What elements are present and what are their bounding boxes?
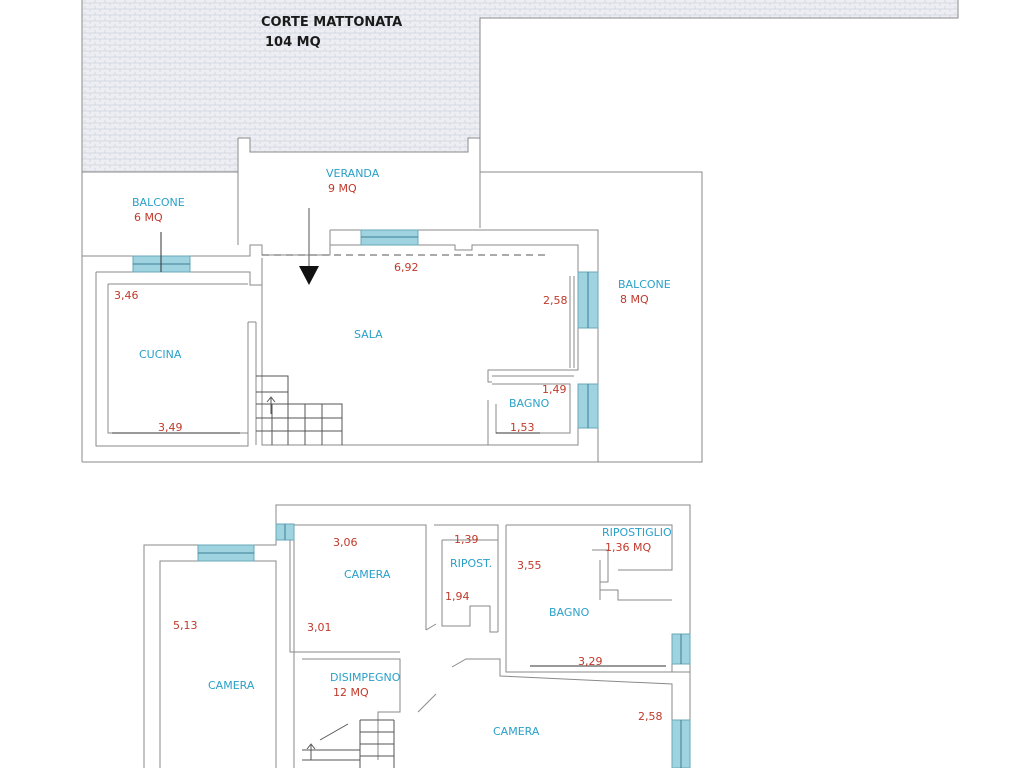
bagno-lower-width: 3,29: [578, 655, 603, 668]
balcone-right-label: BALCONE: [618, 278, 671, 291]
bagno-width: 1,53: [510, 421, 535, 434]
sala-depth: 2,58: [543, 294, 568, 307]
camera-left-depth: 5,13: [173, 619, 198, 632]
cucina-label: CUCINA: [139, 348, 182, 361]
veranda-outline: [237, 137, 481, 245]
ripost-label: RIPOST.: [450, 557, 493, 570]
balcone-right-area: 8 MQ: [620, 293, 649, 306]
camera-right-depth: 2,58: [638, 710, 663, 723]
bagno-label: BAGNO: [509, 397, 550, 410]
courtyard-edge: [479, 0, 959, 138]
balcone-left-area: 6 MQ: [134, 211, 163, 224]
veranda-label: VERANDA: [326, 167, 380, 180]
courtyard-name: CORTE MATTONATA: [261, 15, 403, 30]
disimpegno-area: 12 MQ: [333, 686, 369, 699]
bagno-lower-depth: 3,55: [517, 559, 542, 572]
inner-wall: [569, 276, 575, 368]
balcony-right-outline: [82, 171, 703, 463]
courtyard-area: 104 MQ: [265, 35, 321, 50]
ripost-width: 1,39: [454, 533, 479, 546]
upper-stairs: [256, 375, 343, 445]
bagno-lower-label: BAGNO: [549, 606, 590, 619]
veranda-area: 9 MQ: [328, 182, 357, 195]
sala-width: 6,92: [394, 261, 419, 274]
camera-top-width: 3,06: [333, 536, 358, 549]
camera-left-label: CAMERA: [208, 679, 255, 692]
disimpegno-label: DISIMPEGNO: [330, 671, 401, 684]
camera-right-label: CAMERA: [493, 725, 540, 738]
lower-stairs: [302, 719, 395, 768]
inner-wall: [492, 375, 574, 434]
cucina-width: 3,49: [158, 421, 183, 434]
cucina-depth: 3,46: [114, 289, 139, 302]
bagno-depth: 1,49: [542, 383, 567, 396]
entry-arrow-head: [299, 266, 319, 285]
camera-top-label: CAMERA: [344, 568, 391, 581]
camera-top-depth: 3,01: [307, 621, 332, 634]
ripostiglio-area: 1,36 MQ: [605, 541, 652, 554]
balcone-left-label: BALCONE: [132, 196, 185, 209]
ripostiglio-label: RIPOSTIGLIO: [602, 526, 672, 539]
lower-house-walls: [143, 504, 691, 768]
ripost-depth: 1,94: [445, 590, 470, 603]
courtyard-paving: [82, 0, 958, 172]
sala-label: SALA: [354, 328, 383, 341]
